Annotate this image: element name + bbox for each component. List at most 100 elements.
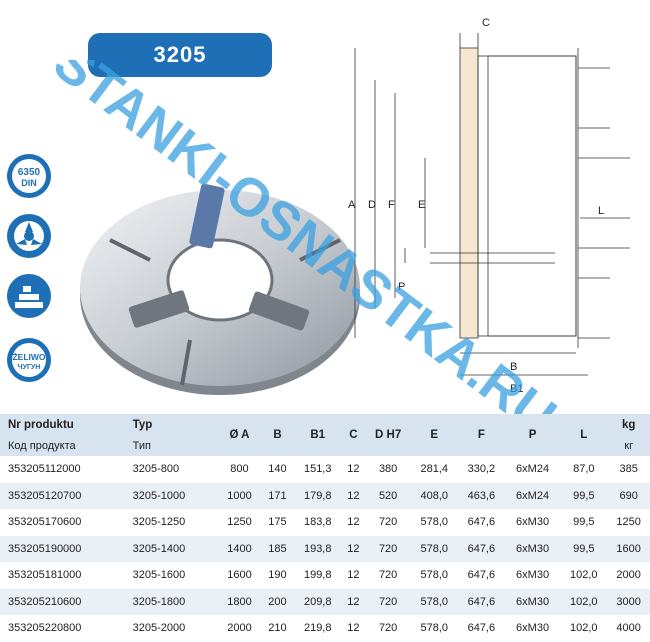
cell-c: 12 [341,562,366,589]
cell-f: 647,6 [457,509,505,536]
cell-p: 6xM30 [504,535,561,562]
col-subheader-kg: кг [607,436,650,456]
cell-product-no: 353205112000 [0,456,125,483]
cell-b1: 219,8 [294,615,342,642]
cell-kg: 1600 [607,535,650,562]
cell-d: 380 [365,456,411,483]
cell-p: 6xM30 [504,615,561,642]
cell-f: 647,6 [457,615,505,642]
cell-kg: 3000 [607,588,650,615]
cell-c: 12 [341,509,366,536]
cell-f: 647,6 [457,588,505,615]
cell-b1: 151,3 [294,456,342,483]
cell-b1: 193,8 [294,535,342,562]
cell-b: 210 [260,615,295,642]
col-header-b: B [260,414,295,456]
cell-l: 102,0 [560,615,608,642]
cell-type: 3205-1000 [124,482,219,509]
cell-e: 578,0 [410,509,458,536]
cell-p: 6xM30 [504,509,561,536]
col-subheader-type: Тип [124,436,219,456]
cell-a: 1400 [218,535,261,562]
material-pl-label: ŻELIWO [12,352,45,362]
cell-a: 1600 [218,562,261,589]
cell-c: 12 [341,615,366,642]
cell-b: 175 [260,509,295,536]
col-header-kg: kg [607,414,650,436]
cell-p: 6xM30 [504,562,561,589]
din-label: DIN [21,178,37,188]
cell-a: 1250 [218,509,261,536]
cell-a: 800 [218,456,261,483]
cell-f: 647,6 [457,535,505,562]
cell-d: 720 [365,562,411,589]
dim-p-label: P [398,281,405,293]
stepped-jaw-icon [7,274,51,318]
cell-e: 578,0 [410,535,458,562]
cell-kg: 2000 [607,562,650,589]
dim-d-label: D [368,199,376,211]
cell-e: 408,0 [410,482,458,509]
cell-l: 99,5 [560,535,608,562]
cell-type: 3205-1250 [124,509,219,536]
cell-c: 12 [341,456,366,483]
dim-b-label: B [510,361,517,373]
cell-b: 200 [260,588,295,615]
cell-c: 12 [341,482,366,509]
cell-kg: 385 [607,456,650,483]
dim-b1-label: B1 [510,383,523,395]
cell-a: 2000 [218,615,261,642]
col-header-l: L [560,414,608,456]
dim-e-label: E [418,199,425,211]
product-title: 3205 [88,33,272,77]
cell-kg: 4000 [607,615,650,642]
cast-iron-icon: ŻELIWO ЧУГУН [7,338,51,382]
cell-e: 578,0 [410,615,458,642]
cell-p: 6xM24 [504,456,561,483]
cell-type: 3205-800 [124,456,219,483]
three-jaw-icon [7,214,51,258]
col-header-product-no: Nr produktu [0,414,125,436]
cell-b1: 179,8 [294,482,342,509]
table-header-row: Nr produktu Typ Ø A B B1 C D H7 E F P L … [0,414,650,456]
cell-type: 3205-2000 [124,615,219,642]
col-subheader-product-code: Код продукта [0,436,125,456]
din-gear-icon: 6350 DIN [7,154,51,198]
cell-product-no: 353205210600 [0,588,125,615]
cell-a: 1800 [218,588,261,615]
cell-d: 720 [365,615,411,642]
cell-b: 185 [260,535,295,562]
cell-kg: 690 [607,482,650,509]
table-subheader-row: Код продукта Тип кг [0,436,650,456]
cell-type: 3205-1600 [124,562,219,589]
col-header-a: Ø A [218,414,261,456]
cell-f: 463,6 [457,482,505,509]
dim-l-label: L [598,205,604,217]
col-header-type: Typ [124,414,219,436]
cell-f: 330,2 [457,456,505,483]
cell-b: 171 [260,482,295,509]
col-header-c: C [341,414,366,456]
dim-c-label: C [482,17,490,29]
dim-f-label: F [388,199,395,211]
cell-product-no: 353205220800 [0,615,125,642]
cell-p: 6xM30 [504,588,561,615]
cell-d: 520 [365,482,411,509]
cell-e: 578,0 [410,562,458,589]
cell-a: 1000 [218,482,261,509]
cell-product-no: 353205170600 [0,509,125,536]
cell-d: 720 [365,535,411,562]
din-number-label: 6350 [18,167,41,178]
cell-product-no: 353205120700 [0,482,125,509]
cell-l: 87,0 [560,456,608,483]
cell-type: 3205-1400 [124,535,219,562]
cell-b: 140 [260,456,295,483]
cell-b: 190 [260,562,295,589]
